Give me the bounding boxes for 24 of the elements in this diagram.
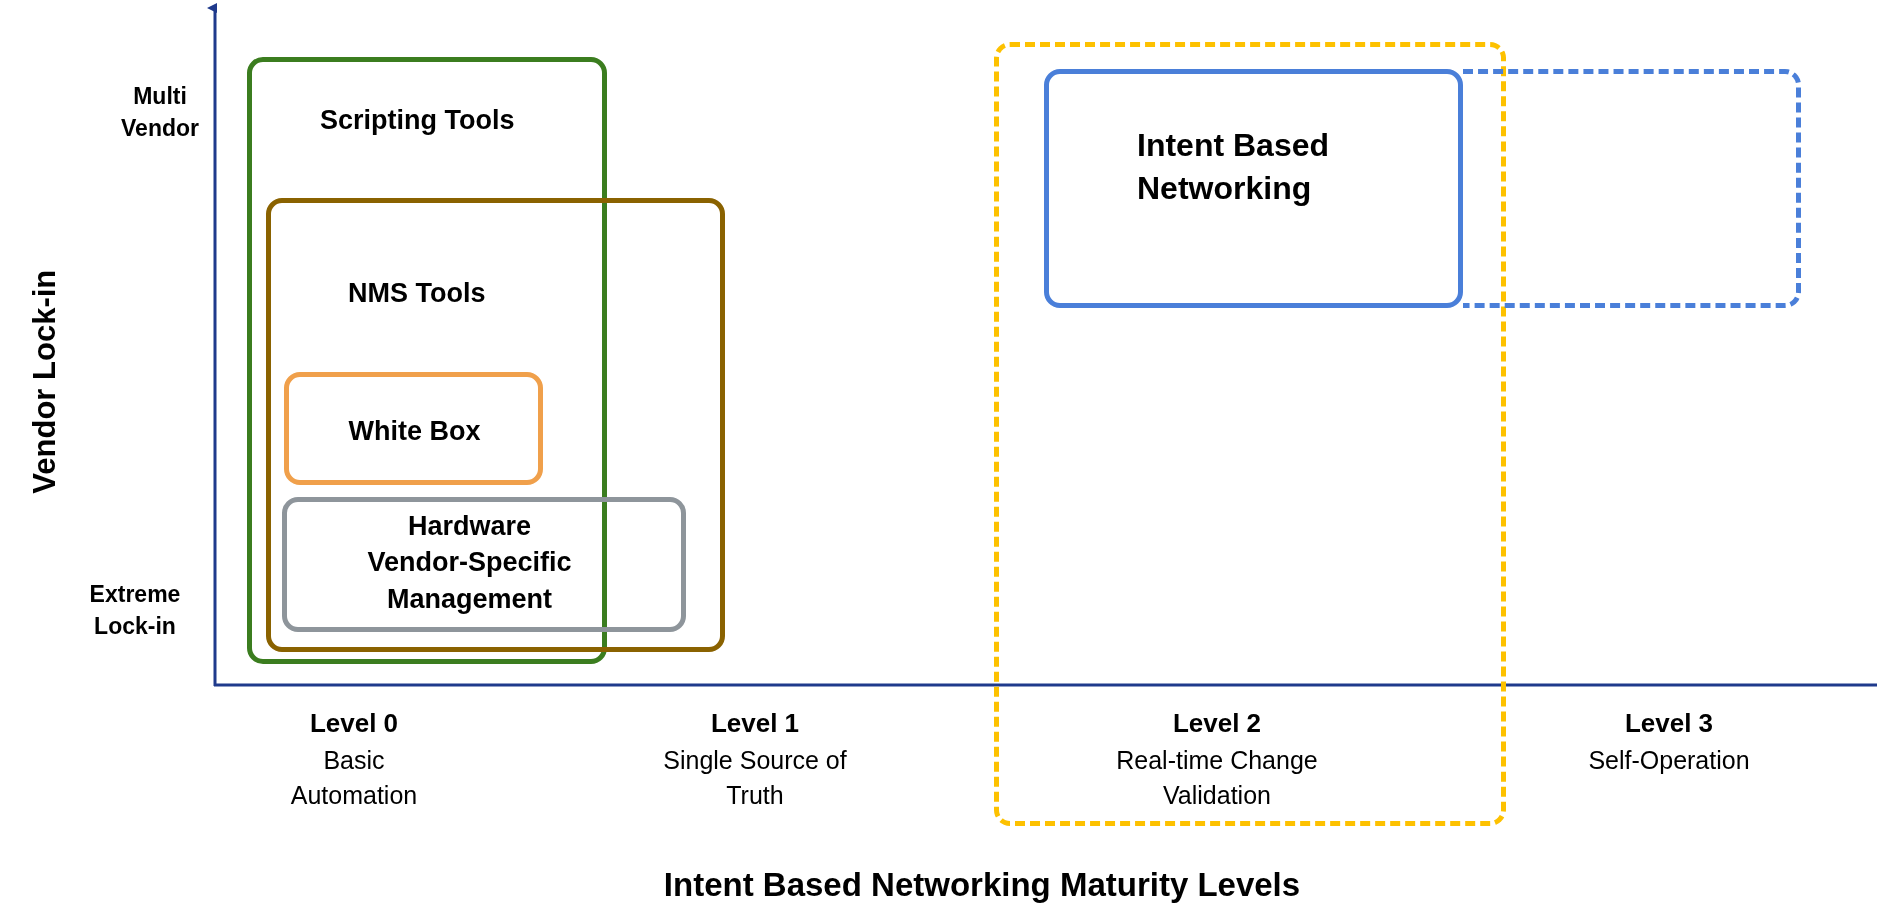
category-frame (282, 497, 686, 632)
level-title: Level 0 (308, 707, 400, 740)
level-description: Real-time Change Validation (1115, 745, 1319, 811)
level-description: Single Source of Truth (662, 745, 848, 811)
dashed-frame (1463, 69, 1801, 308)
dashed-frame (994, 42, 1506, 826)
axis-tick-label: Multi Vendor (120, 82, 200, 144)
level-description: Basic Automation (289, 745, 419, 811)
box-label: Hardware Vendor-Specific Management (366, 510, 573, 616)
axis-title: Vendor Lock-in (26, 268, 64, 496)
level-title: Level 3 (1623, 707, 1715, 740)
level-title: Level 2 (1171, 707, 1263, 740)
category-frame (1044, 69, 1463, 308)
category-frame (247, 57, 607, 664)
box-label: Intent Based Networking (1137, 126, 1331, 209)
level-title: Level 1 (709, 707, 801, 740)
axis-tick-label: Extreme Lock-in (88, 580, 182, 642)
category-frame (284, 372, 543, 485)
level-description: Self-Operation (1587, 745, 1751, 776)
box-label: White Box (347, 415, 482, 448)
axis-title: Intent Based Networking Maturity Levels (662, 865, 1302, 905)
category-frame (266, 198, 725, 652)
box-label: Scripting Tools (320, 104, 516, 137)
box-label: NMS Tools (348, 277, 487, 310)
